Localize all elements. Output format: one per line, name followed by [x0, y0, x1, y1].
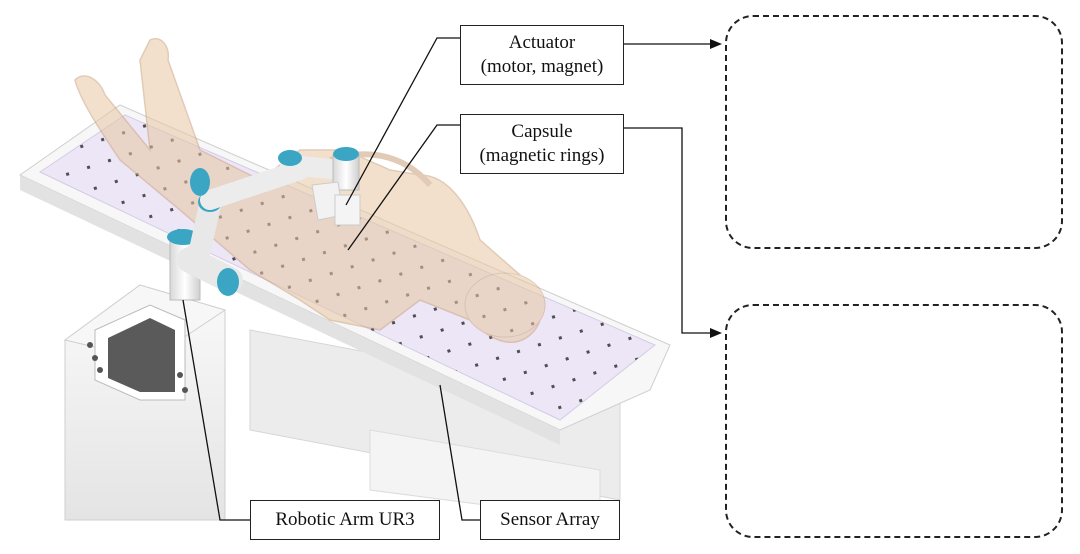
- control-tower: [63, 284, 227, 521]
- sensor-array-label: Sensor Array: [480, 500, 620, 540]
- actuator-detail-frame: [725, 15, 1063, 249]
- capsule-label: Capsule (magnetic rings): [460, 114, 624, 174]
- actuator-label-line2: (motor, magnet): [480, 56, 604, 77]
- actuator-label: Actuator (motor, magnet): [460, 25, 624, 85]
- leader-lines: [182, 37, 712, 521]
- robotic-arm-label: Robotic Arm UR3: [250, 500, 440, 540]
- actuator-label-line1: Actuator: [508, 32, 576, 53]
- sensor-array-label-text: Sensor Array: [500, 509, 600, 530]
- robotic-arm-label-text: Robotic Arm UR3: [275, 509, 415, 530]
- capsule-label-line2: (magnetic rings): [479, 145, 605, 166]
- arrowheads: [710, 39, 722, 338]
- capsule-detail-frame: [725, 304, 1063, 538]
- capsule-label-line1: Capsule: [511, 121, 573, 142]
- robotic-arm: [167, 147, 361, 301]
